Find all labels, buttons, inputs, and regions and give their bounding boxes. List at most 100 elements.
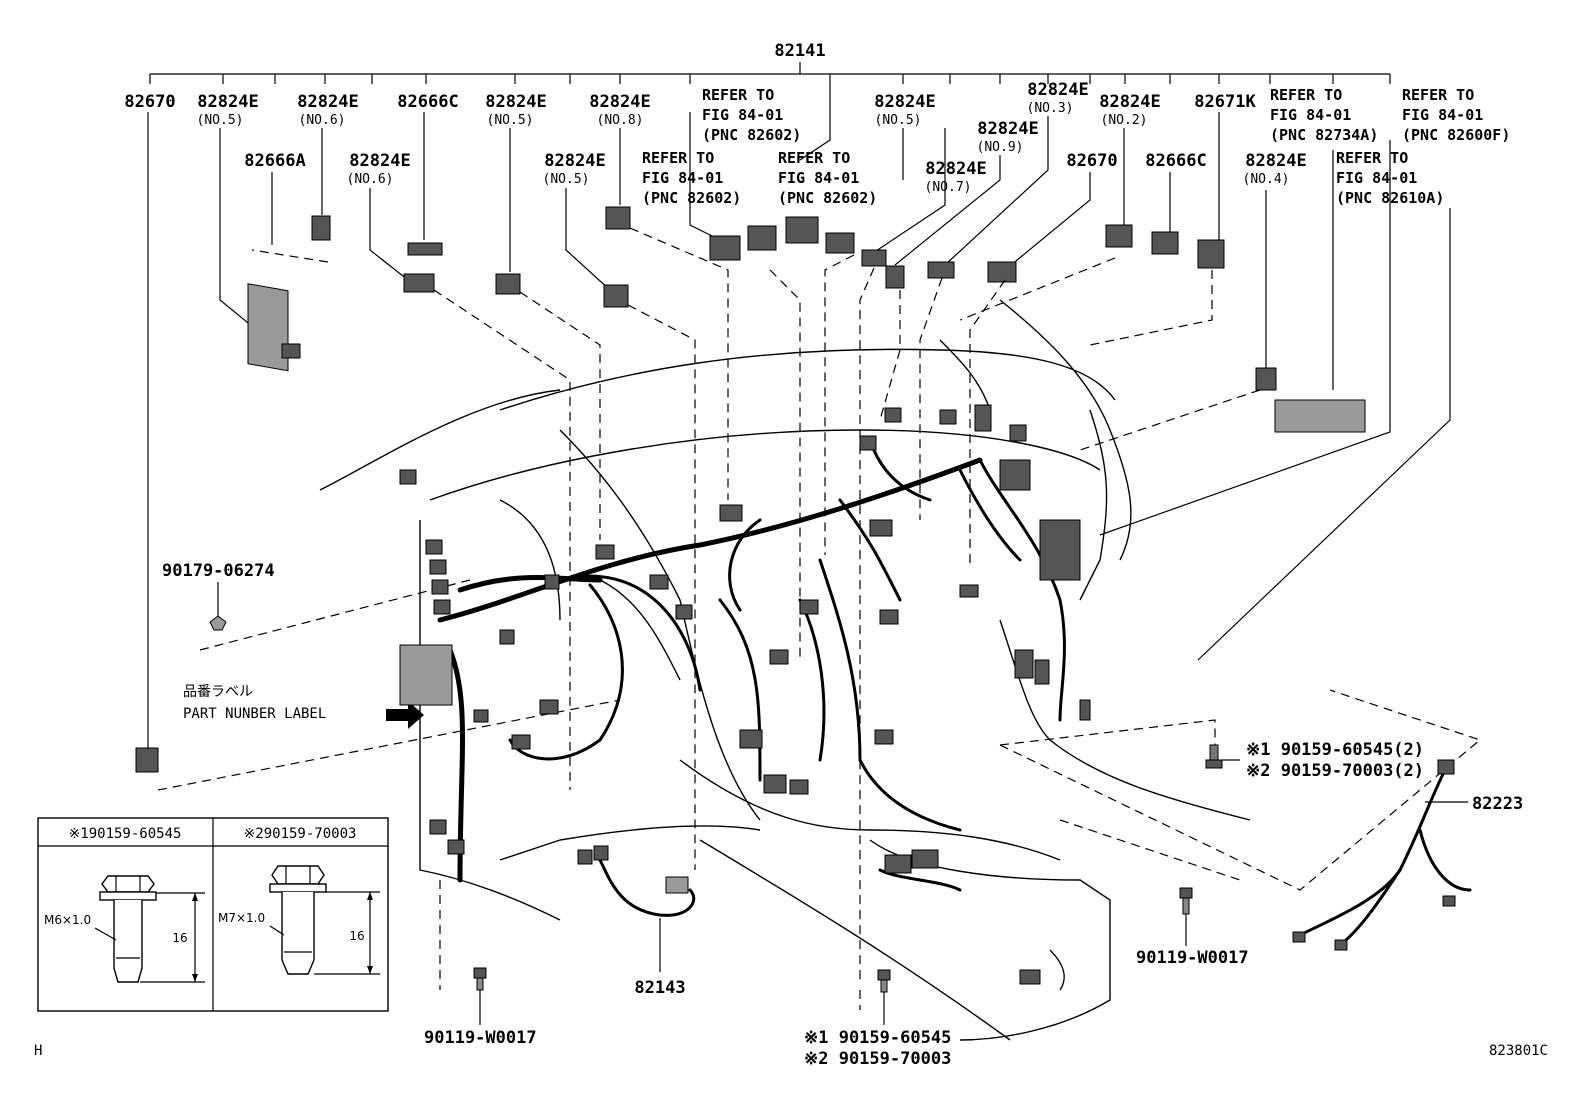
sub-no4: (NO.4) [1243,172,1290,187]
connector-icon [603,284,629,308]
sub-harness-82223 [1292,759,1472,951]
label-82824e-no5-d[interactable]: 82824E [544,151,605,171]
bolt-spec-inset: ※190159-60545 ※290159-70003 M6×1.0 16 M7… [37,817,389,1012]
label-82824e-no4[interactable]: 82824E [1245,151,1306,171]
inset-left-length: 16 [172,931,187,945]
label-82671k[interactable]: 82671K [1194,92,1256,112]
label-82824e-no9[interactable]: 82824E [977,119,1038,139]
corner-marker: H [34,1043,42,1059]
svg-text:REFER TO: REFER TO [1402,86,1474,104]
refer-note-5[interactable]: REFER TO FIG 84-01 (PNC 82600F) [1402,86,1510,144]
sub-harness-82143 [577,845,696,917]
connector-icon [281,343,301,359]
connector-icon [885,265,905,289]
sub-no6-b: (NO.6) [347,172,394,187]
svg-text:(PNC 82602): (PNC 82602) [778,189,877,207]
main-part-number[interactable]: 82141 [774,41,825,61]
svg-text:(PNC 82602): (PNC 82602) [642,189,741,207]
label-82824e-no5-c[interactable]: 82824E [874,92,935,112]
refer-note-2[interactable]: REFER TO FIG 84-01 (PNC 82602) [642,149,741,207]
dashed-guides [157,227,1482,1010]
label-82824e-no5-a[interactable]: 82824E [197,92,258,112]
connector-icon [495,273,521,295]
connector-icon [407,242,443,256]
relay-block-icon [1274,399,1366,433]
label-82666a[interactable]: 82666A [244,151,305,171]
harness-connectors [399,404,1091,985]
bolt-90119-bottom-icon [473,967,487,991]
clip-90179-label[interactable]: 90179-06274 [162,561,275,581]
label-82824e-no8[interactable]: 82824E [589,92,650,112]
sub-no5-b: (NO.5) [487,113,534,128]
label-82666c-b[interactable]: 82666C [1145,151,1206,171]
label-82670-left[interactable]: 82670 [124,92,175,112]
bolt-right-label-1[interactable]: ※1 90159-60545(2) [1246,740,1424,760]
svg-text:(PNC 82602): (PNC 82602) [702,126,801,144]
sub-no7: (NO.7) [925,180,972,195]
bolt-bottom-label-1[interactable]: ※1 90159-60545 [804,1028,951,1048]
label-82666c-a[interactable]: 82666C [397,92,458,112]
figure-code: 823801C [1489,1043,1548,1059]
svg-text:REFER TO: REFER TO [778,149,850,167]
svg-text:FIG 84-01: FIG 84-01 [1336,169,1417,187]
svg-text:REFER TO: REFER TO [1336,149,1408,167]
connector-icon [1151,231,1179,255]
header-ticks [149,74,1391,84]
sub-no5-d: (NO.5) [543,172,590,187]
label-82143[interactable]: 82143 [634,978,685,998]
flange-bolt-m7-icon [269,865,327,975]
connector-icon [311,215,331,241]
label-82824e-no7[interactable]: 82824E [925,159,986,179]
inset-left-title: ※190159-60545 [69,826,182,842]
svg-text:FIG 84-01: FIG 84-01 [778,169,859,187]
connector-icons [135,206,1366,773]
refer-note-1[interactable]: REFER TO FIG 84-01 (PNC 82602) [702,86,801,144]
flange-bolt-m6-icon [99,875,157,983]
svg-text:REFER TO: REFER TO [702,86,774,104]
connector-82666a-icon [247,283,289,372]
svg-text:FIG 84-01: FIG 84-01 [642,169,723,187]
bolt-90119-right-icon [1179,887,1193,915]
refer-note-4[interactable]: REFER TO FIG 84-01 (PNC 82734A) [1270,86,1378,144]
svg-text:REFER TO: REFER TO [1270,86,1342,104]
label-82824e-no5-b[interactable]: 82824E [485,92,546,112]
svg-text:REFER TO: REFER TO [642,149,714,167]
label-82223[interactable]: 82223 [1472,794,1523,814]
sub-no3: (NO.3) [1027,101,1074,116]
arrow-right-icon [386,701,424,729]
svg-text:FIG 84-01: FIG 84-01 [702,106,783,124]
sub-no2: (NO.2) [1101,113,1148,128]
inset-right-thread: M7×1.0 [218,911,265,925]
label-82670-right[interactable]: 82670 [1066,151,1117,171]
svg-text:(PNC 82600F): (PNC 82600F) [1402,126,1510,144]
label-90119-bottom[interactable]: 90119-W0017 [424,1028,537,1048]
part-label-jp: 品番ラベル [183,684,253,700]
bolt-bottom-label-2[interactable]: ※2 90159-70003 [804,1049,951,1069]
label-82824e-no2[interactable]: 82824E [1099,92,1160,112]
sub-no8: (NO.8) [597,113,644,128]
dashboard-outline [319,299,1251,1041]
label-82824e-no6-a[interactable]: 82824E [297,92,358,112]
sub-no6-a: (NO.6) [299,113,346,128]
bolt-right-label-2[interactable]: ※2 90159-70003(2) [1246,761,1424,781]
connector-icon [987,261,1017,283]
label-90119-right[interactable]: 90119-W0017 [1136,948,1249,968]
sub-no5-c: (NO.5) [875,113,922,128]
leader-lines [147,84,1451,748]
bolt-icon [1205,744,1223,769]
refer-note-3[interactable]: REFER TO FIG 84-01 (PNC 82602) [778,149,877,207]
connector-icon [403,273,435,293]
bolt-bottom-icon [877,969,891,993]
label-82824e-no3[interactable]: 82824E [1027,80,1088,100]
label-82824e-no6-b[interactable]: 82824E [349,151,410,171]
connector-icon [861,249,887,267]
connector-icon [709,235,741,261]
connector-icon [927,261,955,279]
connector-icon [1197,239,1225,269]
connector-icon [825,232,855,254]
connector-icon [1255,367,1277,391]
wiring-harness [437,438,1066,892]
connector-icon [1105,224,1133,248]
connector-82670-icon [135,747,159,773]
